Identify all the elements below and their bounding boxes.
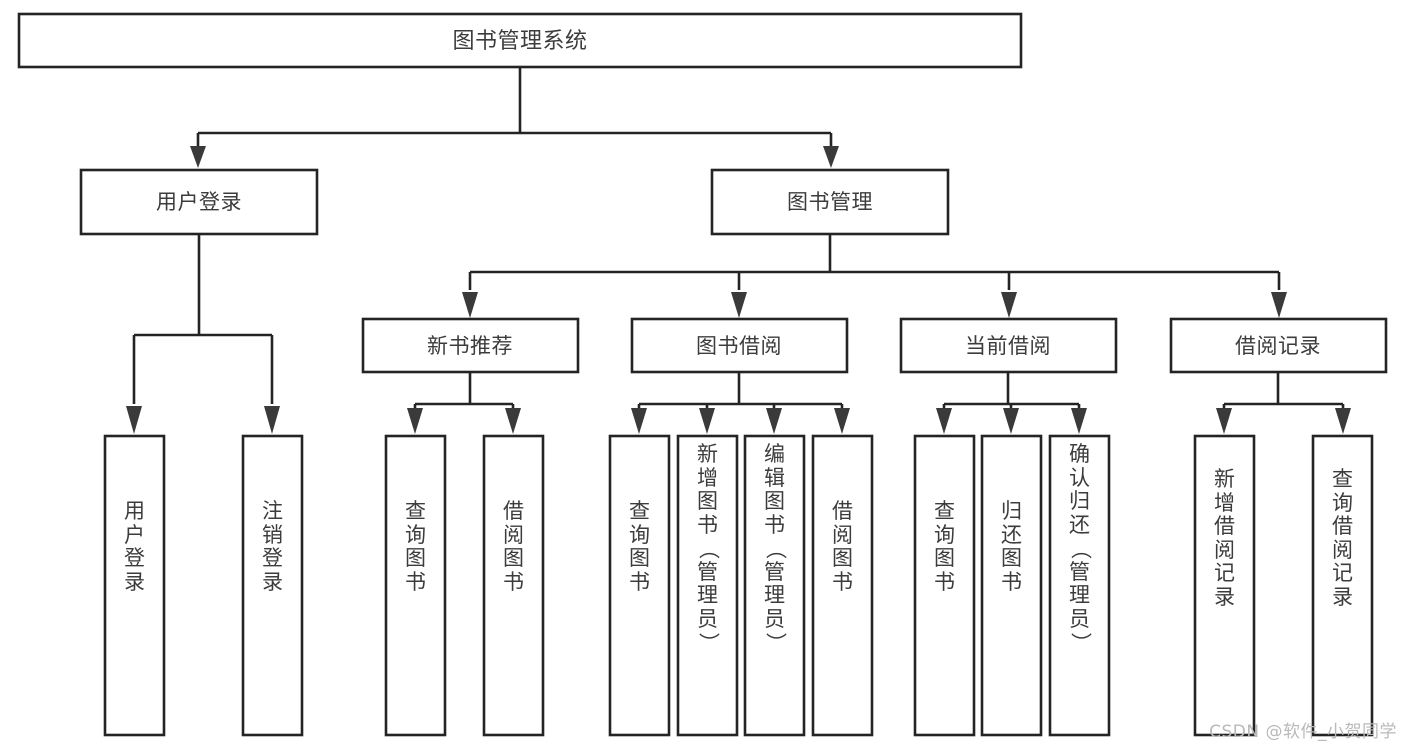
connector-new-book-to-leaves [407,372,521,434]
arrow-head-leaf-borrow-book-2 [834,408,850,434]
csdn-watermark: CSDN @软件_小贺同学 [1209,722,1397,742]
leaf-query-book-3-rect[interactable] [913,434,976,737]
node-current-borrow-rect [899,317,1118,374]
arrow-head-leaf-query-book-2 [631,408,647,434]
node-book-management[interactable]: 图书管理 [710,168,950,236]
arrow-head-leaf-query-record [1335,408,1351,434]
node-user-login-label: 用户登录 [156,190,242,214]
connector-borrow-record-to-leaves [1216,372,1351,434]
arrow-head-borrow-record [1271,292,1287,318]
arrow-head-leaf-query-book-1 [407,408,423,434]
node-new-book-recommend-label: 新书推荐 [427,334,513,358]
node-root-label: 图书管理系统 [452,29,587,54]
node-borrow-record-label: 借阅记录 [1235,334,1321,358]
node-book-management-label: 图书管理 [787,190,873,214]
connector-user-login-to-leaves [126,234,280,434]
node-current-borrow-label: 当前借阅 [965,334,1051,358]
arrow-head-leaf-user-login [126,406,142,434]
leaf-borrow-book-2-rect[interactable] [811,434,874,737]
leaf-return-book-rect[interactable] [980,434,1043,737]
node-book-borrow[interactable]: 图书借阅 [630,317,849,374]
arrow-head-new-book-recommend [462,292,478,318]
leaf-logout-rect[interactable] [241,434,304,737]
leaf-add-book-rect[interactable] [676,434,739,737]
arrow-head-leaf-return-book [1003,408,1019,434]
arrow-head-current-borrow [1001,292,1017,318]
node-root-rect [17,12,1023,69]
leaf-user-login-rect[interactable] [103,434,166,737]
leaf-confirm-return-rect[interactable] [1048,434,1111,737]
connector-current-borrow-to-leaves [936,372,1087,434]
leaf-query-book-1-rect[interactable] [384,434,447,737]
arrow-head-leaf-edit-book [766,408,782,434]
node-root-book-management-system[interactable]: 图书管理系统 [17,12,1023,69]
leaf-add-record-rect[interactable] [1193,434,1256,737]
node-user-login-rect [79,168,319,236]
connector-book-management-to-level3 [462,234,1287,318]
leaf-query-record-rect[interactable] [1311,434,1374,737]
arrow-head-book-management [823,146,839,168]
arrow-head-leaf-borrow-book-1 [505,408,521,434]
leaf-borrow-book-1-rect[interactable] [482,434,545,737]
node-new-book-recommend-rect [361,317,580,374]
arrow-head-leaf-confirm-return [1071,408,1087,434]
leaf-query-book-2-rect[interactable] [608,434,671,737]
arrow-head-leaf-add-book [699,408,715,434]
node-book-borrow-label: 图书借阅 [696,334,782,358]
connector-root-to-level2 [190,67,839,168]
arrow-head-leaf-query-book-3 [936,408,952,434]
leaf-edit-book-rect[interactable] [743,434,806,737]
arrow-head-user-login [190,146,206,168]
node-current-borrow[interactable]: 当前借阅 [899,317,1118,374]
node-borrow-record[interactable]: 借阅记录 [1169,317,1388,374]
node-new-book-recommend[interactable]: 新书推荐 [361,317,580,374]
arrow-head-book-borrow [731,292,747,318]
node-user-login[interactable]: 用户登录 [79,168,319,236]
connector-book-borrow-to-leaves [631,372,850,434]
arrow-head-leaf-logout [264,406,280,434]
arrow-head-leaf-add-record [1216,408,1232,434]
